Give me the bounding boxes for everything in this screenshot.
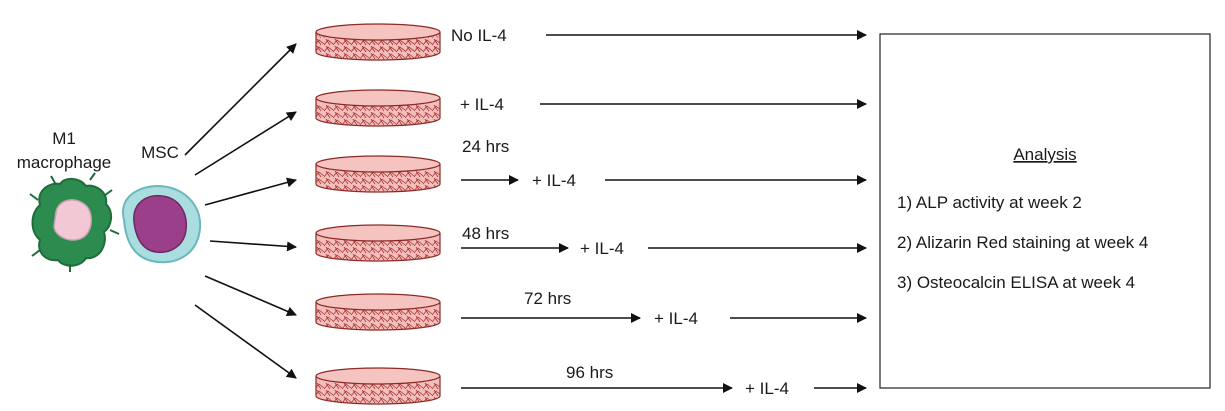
condition-label-1: No IL-4 xyxy=(451,26,507,45)
condition-label-2: + IL-4 xyxy=(460,95,504,114)
culture-dish-5 xyxy=(315,293,441,331)
analysis-item-2: 2) Alizarin Red staining at week 4 xyxy=(897,233,1148,252)
analysis-item-1: 1) ALP activity at week 2 xyxy=(897,193,1082,212)
condition-row-5: 72 hrs + IL-4 xyxy=(461,289,867,328)
analysis-panel: Analysis 1) ALP activity at week 2 2) Al… xyxy=(879,33,1211,389)
delay-label-5: 72 hrs xyxy=(524,289,571,308)
culture-dish-2 xyxy=(315,89,441,127)
condition-row-4: 48 hrs + IL-4 xyxy=(461,224,867,258)
condition-row-2: + IL-4 xyxy=(460,95,867,114)
branch-arrow-1 xyxy=(184,43,297,156)
branch-arrow-2 xyxy=(194,111,297,176)
msc-label: MSC xyxy=(141,143,179,162)
m1-label-line1: M1 xyxy=(52,129,76,148)
m1-macrophage-label: M1 macrophage xyxy=(17,129,112,172)
culture-dish-4 xyxy=(315,224,441,262)
branch-arrow-4 xyxy=(209,240,297,252)
analysis-item-3: 3) Osteocalcin ELISA at week 4 xyxy=(897,273,1135,292)
culture-dish-6 xyxy=(315,367,441,405)
culture-dish-1 xyxy=(315,23,441,61)
condition-label-5: + IL-4 xyxy=(654,309,698,328)
m1-macrophage-cell xyxy=(29,172,120,272)
condition-label-6: + IL-4 xyxy=(745,379,789,398)
condition-row-3: 24 hrs + IL-4 xyxy=(461,137,867,190)
branch-arrow-6 xyxy=(194,304,297,379)
branch-arrow-5 xyxy=(204,275,297,317)
culture-dish-3 xyxy=(315,155,441,193)
condition-row-6: 96 hrs + IL-4 xyxy=(461,363,867,398)
analysis-title: Analysis xyxy=(1013,145,1076,164)
condition-label-4: + IL-4 xyxy=(580,239,624,258)
m1-label-line2: macrophage xyxy=(17,153,112,172)
delay-label-6: 96 hrs xyxy=(566,363,613,382)
delay-label-3: 24 hrs xyxy=(462,137,509,156)
branch-arrow-3 xyxy=(204,177,297,206)
branch-arrows xyxy=(184,43,297,379)
condition-label-3: + IL-4 xyxy=(532,171,576,190)
delay-label-4: 48 hrs xyxy=(462,224,509,243)
analysis-box xyxy=(879,33,1211,389)
condition-row-1: No IL-4 xyxy=(451,26,867,45)
msc-cell xyxy=(122,184,202,264)
